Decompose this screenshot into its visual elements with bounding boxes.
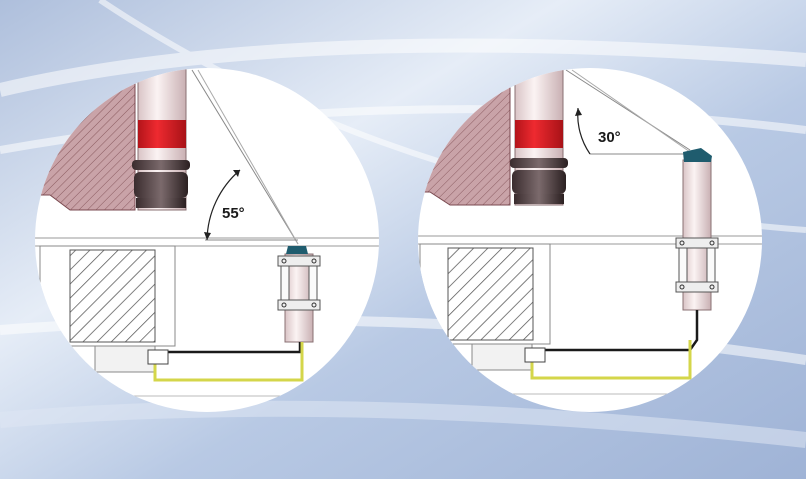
left-black-cable bbox=[155, 342, 302, 354]
left-ray-2 bbox=[197, 69, 299, 245]
right-red-band bbox=[515, 120, 563, 148]
left-collar-3 bbox=[136, 198, 186, 208]
right-yellow-cable bbox=[530, 340, 692, 380]
left-angle-label: 55° bbox=[222, 205, 245, 222]
right-ray-1 bbox=[565, 69, 691, 151]
left-arc-arrow-top bbox=[233, 170, 240, 177]
right-collar-2 bbox=[512, 170, 566, 194]
left-arc-arrow-bottom bbox=[204, 232, 211, 240]
left-hatch-block bbox=[69, 249, 156, 343]
right-sensor-head-icon bbox=[683, 148, 712, 162]
right-base-box bbox=[471, 343, 533, 371]
right-black-cable bbox=[530, 310, 699, 352]
left-sensor-head-icon bbox=[286, 246, 308, 254]
left-mounting-bracket-icon bbox=[277, 255, 321, 311]
left-ray-1 bbox=[191, 69, 299, 245]
right-panel: 30° bbox=[418, 68, 762, 412]
left-base-box bbox=[94, 345, 156, 373]
left-angle-arc bbox=[206, 169, 241, 241]
left-collar-1 bbox=[132, 160, 190, 170]
right-connector bbox=[524, 347, 546, 363]
left-collar-2 bbox=[134, 172, 188, 198]
right-mounting-bracket-icon bbox=[675, 237, 719, 293]
left-connector bbox=[147, 349, 169, 365]
right-collar-3 bbox=[514, 194, 564, 204]
right-collar-1 bbox=[510, 158, 568, 168]
right-ray-2 bbox=[571, 69, 691, 153]
right-angle-label: 30° bbox=[598, 129, 621, 146]
left-yellow-cable bbox=[153, 342, 304, 382]
right-arc-arrow-top bbox=[575, 108, 582, 116]
right-hatch-block bbox=[447, 247, 534, 341]
left-red-band bbox=[138, 120, 186, 148]
